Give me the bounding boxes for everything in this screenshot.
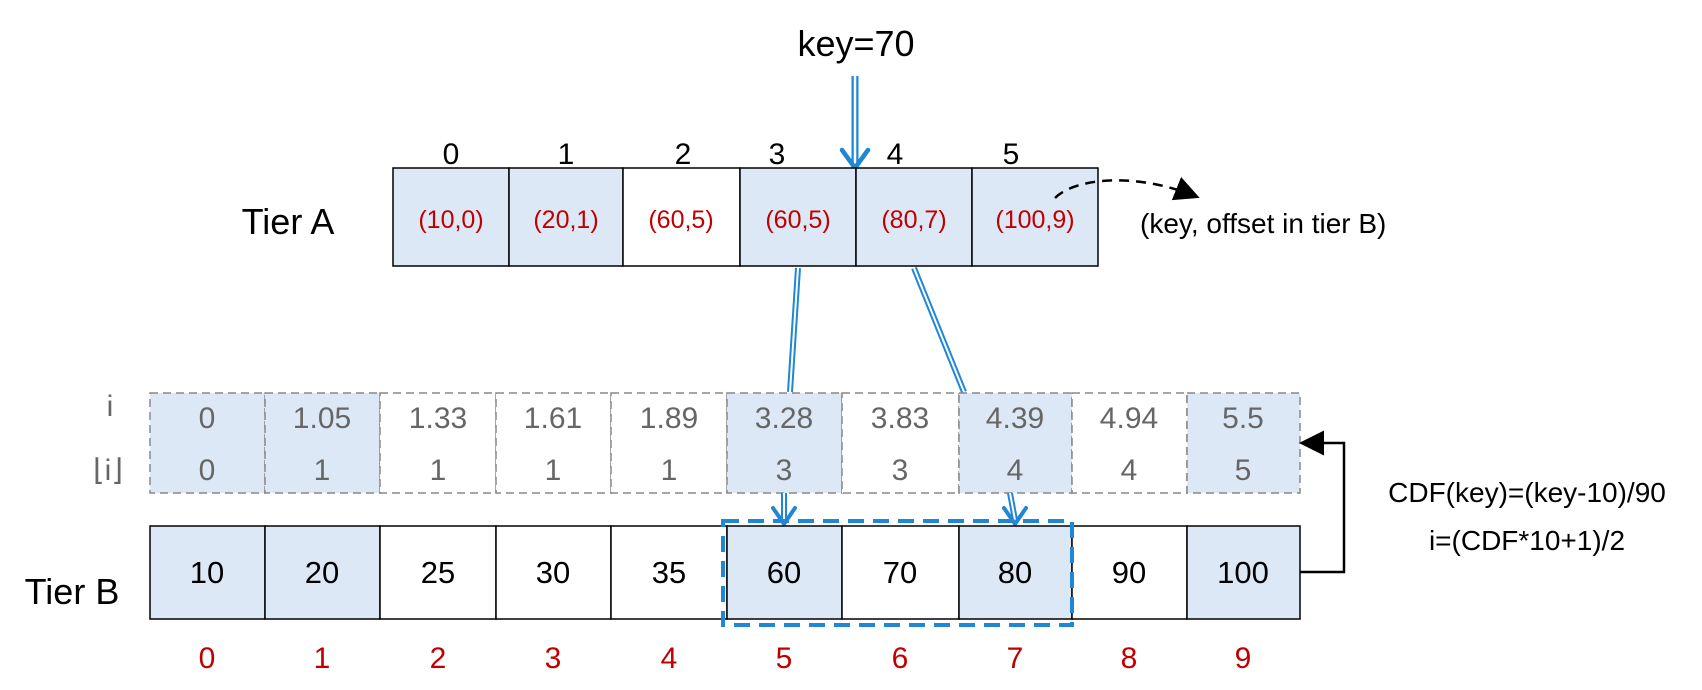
- tier-b-index: 2: [430, 642, 447, 675]
- i-value: 1.89: [640, 402, 698, 435]
- tier-b-value: 80: [998, 555, 1032, 590]
- tier-b-cell: [841, 525, 960, 620]
- floor-i-value: 1: [314, 454, 331, 487]
- model-grid: 0 1.05 1.33 1.61 1.89 3.28 3.83 4.39 4.9…: [149, 392, 1301, 494]
- tier-a-entry: (60,5): [765, 206, 830, 234]
- row-label-i: i: [107, 390, 114, 423]
- model-cell: [149, 392, 266, 494]
- i-value: 0: [199, 402, 216, 435]
- tier-b-index: 6: [892, 642, 909, 675]
- row-label-floor-i: ⌊i⌋: [93, 454, 123, 487]
- formula-index: i=(CDF*10+1)/2: [1429, 525, 1625, 556]
- tier-b-index: 9: [1235, 642, 1252, 675]
- model-cell: [379, 392, 497, 494]
- floor-i-value: 5: [1235, 454, 1252, 487]
- floor-i-value: 1: [661, 454, 678, 487]
- tier-b-index: 1: [314, 642, 331, 675]
- search-arrows: [771, 492, 1028, 526]
- i-value: 5.5: [1222, 402, 1264, 435]
- tier-b-index: 4: [661, 642, 678, 675]
- i-value: 1.05: [293, 402, 351, 435]
- tier-a-index-labels: 0 1 2 3 4 5: [443, 138, 1020, 171]
- tier-a-cell: [392, 167, 510, 267]
- i-value: 4.39: [986, 402, 1044, 435]
- i-value: 1.33: [409, 402, 467, 435]
- floor-i-value: 1: [545, 454, 562, 487]
- tier-a-cell: [622, 167, 741, 267]
- i-value: 1.61: [524, 402, 582, 435]
- tier-b-index: 0: [199, 642, 216, 675]
- tier-b-label: Tier B: [25, 571, 120, 612]
- tier-a-annotation: (key, offset in tier B): [1140, 208, 1386, 239]
- tier-a-cell: [739, 167, 857, 267]
- tier-b-index: 7: [1007, 642, 1024, 675]
- annotation-arrow: [1054, 176, 1200, 201]
- tier-a-index: 4: [887, 138, 904, 171]
- tier-a-cell: [971, 167, 1099, 267]
- model-cell: [726, 392, 843, 494]
- tier-a-entry: (100,9): [995, 206, 1074, 234]
- tier-b-value: 10: [190, 555, 224, 590]
- tier-b-index: 8: [1121, 642, 1138, 675]
- model-cell: [264, 392, 381, 494]
- tier-b-value: 90: [1112, 555, 1146, 590]
- tier-a-entry: (60,5): [648, 206, 713, 234]
- tier-a-cell: [508, 167, 624, 267]
- model-cell: [1071, 392, 1188, 494]
- tier-a-array: (10,0) (20,1) (60,5) (60,5) (80,7) (100,…: [392, 167, 1099, 267]
- tier-a-entry: (10,0): [418, 206, 483, 234]
- tier-b-value: 25: [421, 555, 455, 590]
- tier-a-index: 0: [443, 138, 460, 171]
- tier-a-label: Tier A: [242, 201, 335, 242]
- tier-b-value: 60: [767, 555, 801, 590]
- i-value: 3.83: [871, 402, 929, 435]
- model-cell: [958, 392, 1073, 494]
- tier-b-cell: [610, 525, 728, 620]
- tier-b-value: 20: [305, 555, 339, 590]
- tier-a-index: 1: [558, 138, 575, 171]
- floor-i-value: 4: [1121, 454, 1138, 487]
- formula-cdf: CDF(key)=(key-10)/90: [1388, 477, 1666, 508]
- floor-i-value: 3: [776, 454, 793, 487]
- tier-b-value: 100: [1217, 555, 1269, 590]
- i-value: 4.94: [1100, 402, 1158, 435]
- key-label: key=70: [797, 23, 914, 64]
- tier-b-value: 30: [536, 555, 570, 590]
- key-arrow: [839, 76, 871, 171]
- tier-a-entry: (20,1): [533, 206, 598, 234]
- i-value: 3.28: [755, 402, 813, 435]
- tier-b-index: 3: [545, 642, 562, 675]
- tier-b-value: 70: [883, 555, 917, 590]
- model-cell: [610, 392, 728, 494]
- pointer-lines: [787, 266, 967, 394]
- tier-b-cell: [149, 525, 266, 620]
- floor-i-value: 1: [430, 454, 447, 487]
- tier-a-index: 2: [675, 138, 692, 171]
- floor-i-value: 0: [199, 454, 216, 487]
- floor-i-value: 3: [892, 454, 909, 487]
- floor-i-value: 4: [1007, 454, 1024, 487]
- model-cell: [841, 392, 960, 494]
- tier-b-cell: [1186, 525, 1301, 620]
- tier-b-cell: [264, 525, 381, 620]
- tier-b-array: 10 20 25 30 35 60 70 80 90 100: [149, 525, 1301, 620]
- tier-a-entry: (80,7): [881, 206, 946, 234]
- tier-a-index: 3: [769, 138, 786, 171]
- tier-b-value: 35: [652, 555, 686, 590]
- tier-b-cell: [958, 525, 1073, 620]
- model-cell: [495, 392, 612, 494]
- tier-b-index-labels: 0 1 2 3 4 5 6 7 8 9: [199, 642, 1252, 675]
- tier-a-index: 5: [1003, 138, 1020, 171]
- search-range-box: [721, 519, 1074, 627]
- feedback-arrow: [1299, 430, 1346, 574]
- tier-b-index: 5: [776, 642, 793, 675]
